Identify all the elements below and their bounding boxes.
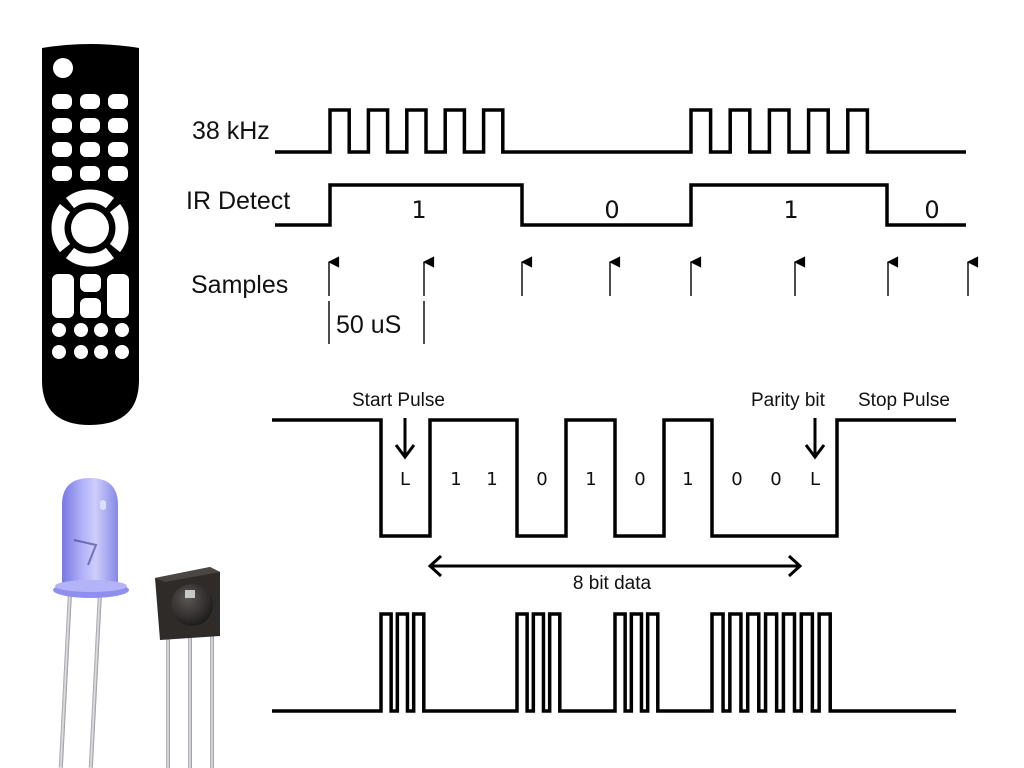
stop-pulse-label: Stop Pulse: [858, 390, 950, 411]
remote-button: [80, 166, 100, 181]
remote-button: [52, 118, 72, 133]
detect-bit: 1: [411, 196, 426, 224]
carrier-label: 38 kHz: [192, 117, 270, 145]
frame-bit-label: 1: [585, 469, 596, 490]
frame-bit-label: L: [810, 469, 820, 490]
data-span-arrow-icon: [427, 554, 803, 578]
frame-bit-label: 0: [634, 469, 645, 490]
frame-bit-label: 0: [770, 469, 781, 490]
detect-label: IR Detect: [186, 187, 290, 215]
remote-button: [108, 142, 128, 157]
detect-bit: 0: [924, 196, 939, 224]
remote-button: [52, 94, 72, 109]
ir-led-icon: [53, 478, 129, 768]
frame-bit-label: 1: [682, 469, 693, 490]
modulated-waveform: [272, 612, 956, 713]
remote-button: [115, 345, 129, 359]
data-span-label: 8 bit data: [573, 573, 652, 594]
remote-button: [74, 323, 88, 337]
remote-button: [108, 166, 128, 181]
frame-bit-label: L: [400, 469, 410, 490]
remote-button: [52, 166, 72, 181]
remote-button: [80, 142, 100, 157]
ir-receiver-icon: [155, 567, 220, 768]
remote-button: [80, 118, 100, 133]
parity-arrow-icon: [804, 418, 826, 460]
samples-row: Samples 50 uS: [191, 256, 979, 344]
detect-waveform: [275, 183, 966, 227]
detect-bit: 0: [604, 196, 619, 224]
start-pulse-label: Start Pulse: [352, 390, 445, 411]
frame-bit-label: 0: [536, 469, 547, 490]
samples-label: Samples: [191, 271, 288, 299]
carrier-waveform: [275, 108, 966, 154]
remote-control-icon: [42, 44, 139, 425]
remote-button: [52, 345, 66, 359]
frame-bit-label: 0: [731, 469, 742, 490]
modulated-row: [272, 612, 956, 713]
frame-bit-label: 1: [450, 469, 461, 490]
remote-button: [108, 94, 128, 109]
start-arrow-icon: [394, 418, 416, 460]
frame-row: Start Pulse Parity bit Stop Pulse L 1 1 0 1 0…: [272, 390, 956, 594]
detect-bit: 1: [783, 196, 798, 224]
frame-waveform: [272, 418, 956, 538]
remote-button: [74, 345, 88, 359]
carrier-38khz-row: 38 kHz: [192, 108, 966, 154]
parity-bit-label: Parity bit: [751, 390, 826, 411]
remote-button: [52, 323, 66, 337]
remote-button: [94, 323, 108, 337]
remote-button: [115, 323, 129, 337]
remote-button: [52, 142, 72, 157]
ir-detect-row: IR Detect 1 0 1 0: [186, 183, 966, 227]
sample-interval-label: 50 uS: [336, 311, 401, 339]
remote-button: [94, 345, 108, 359]
remote-button: [108, 118, 128, 133]
remote-button: [80, 94, 100, 109]
frame-bit-label: 1: [486, 469, 497, 490]
